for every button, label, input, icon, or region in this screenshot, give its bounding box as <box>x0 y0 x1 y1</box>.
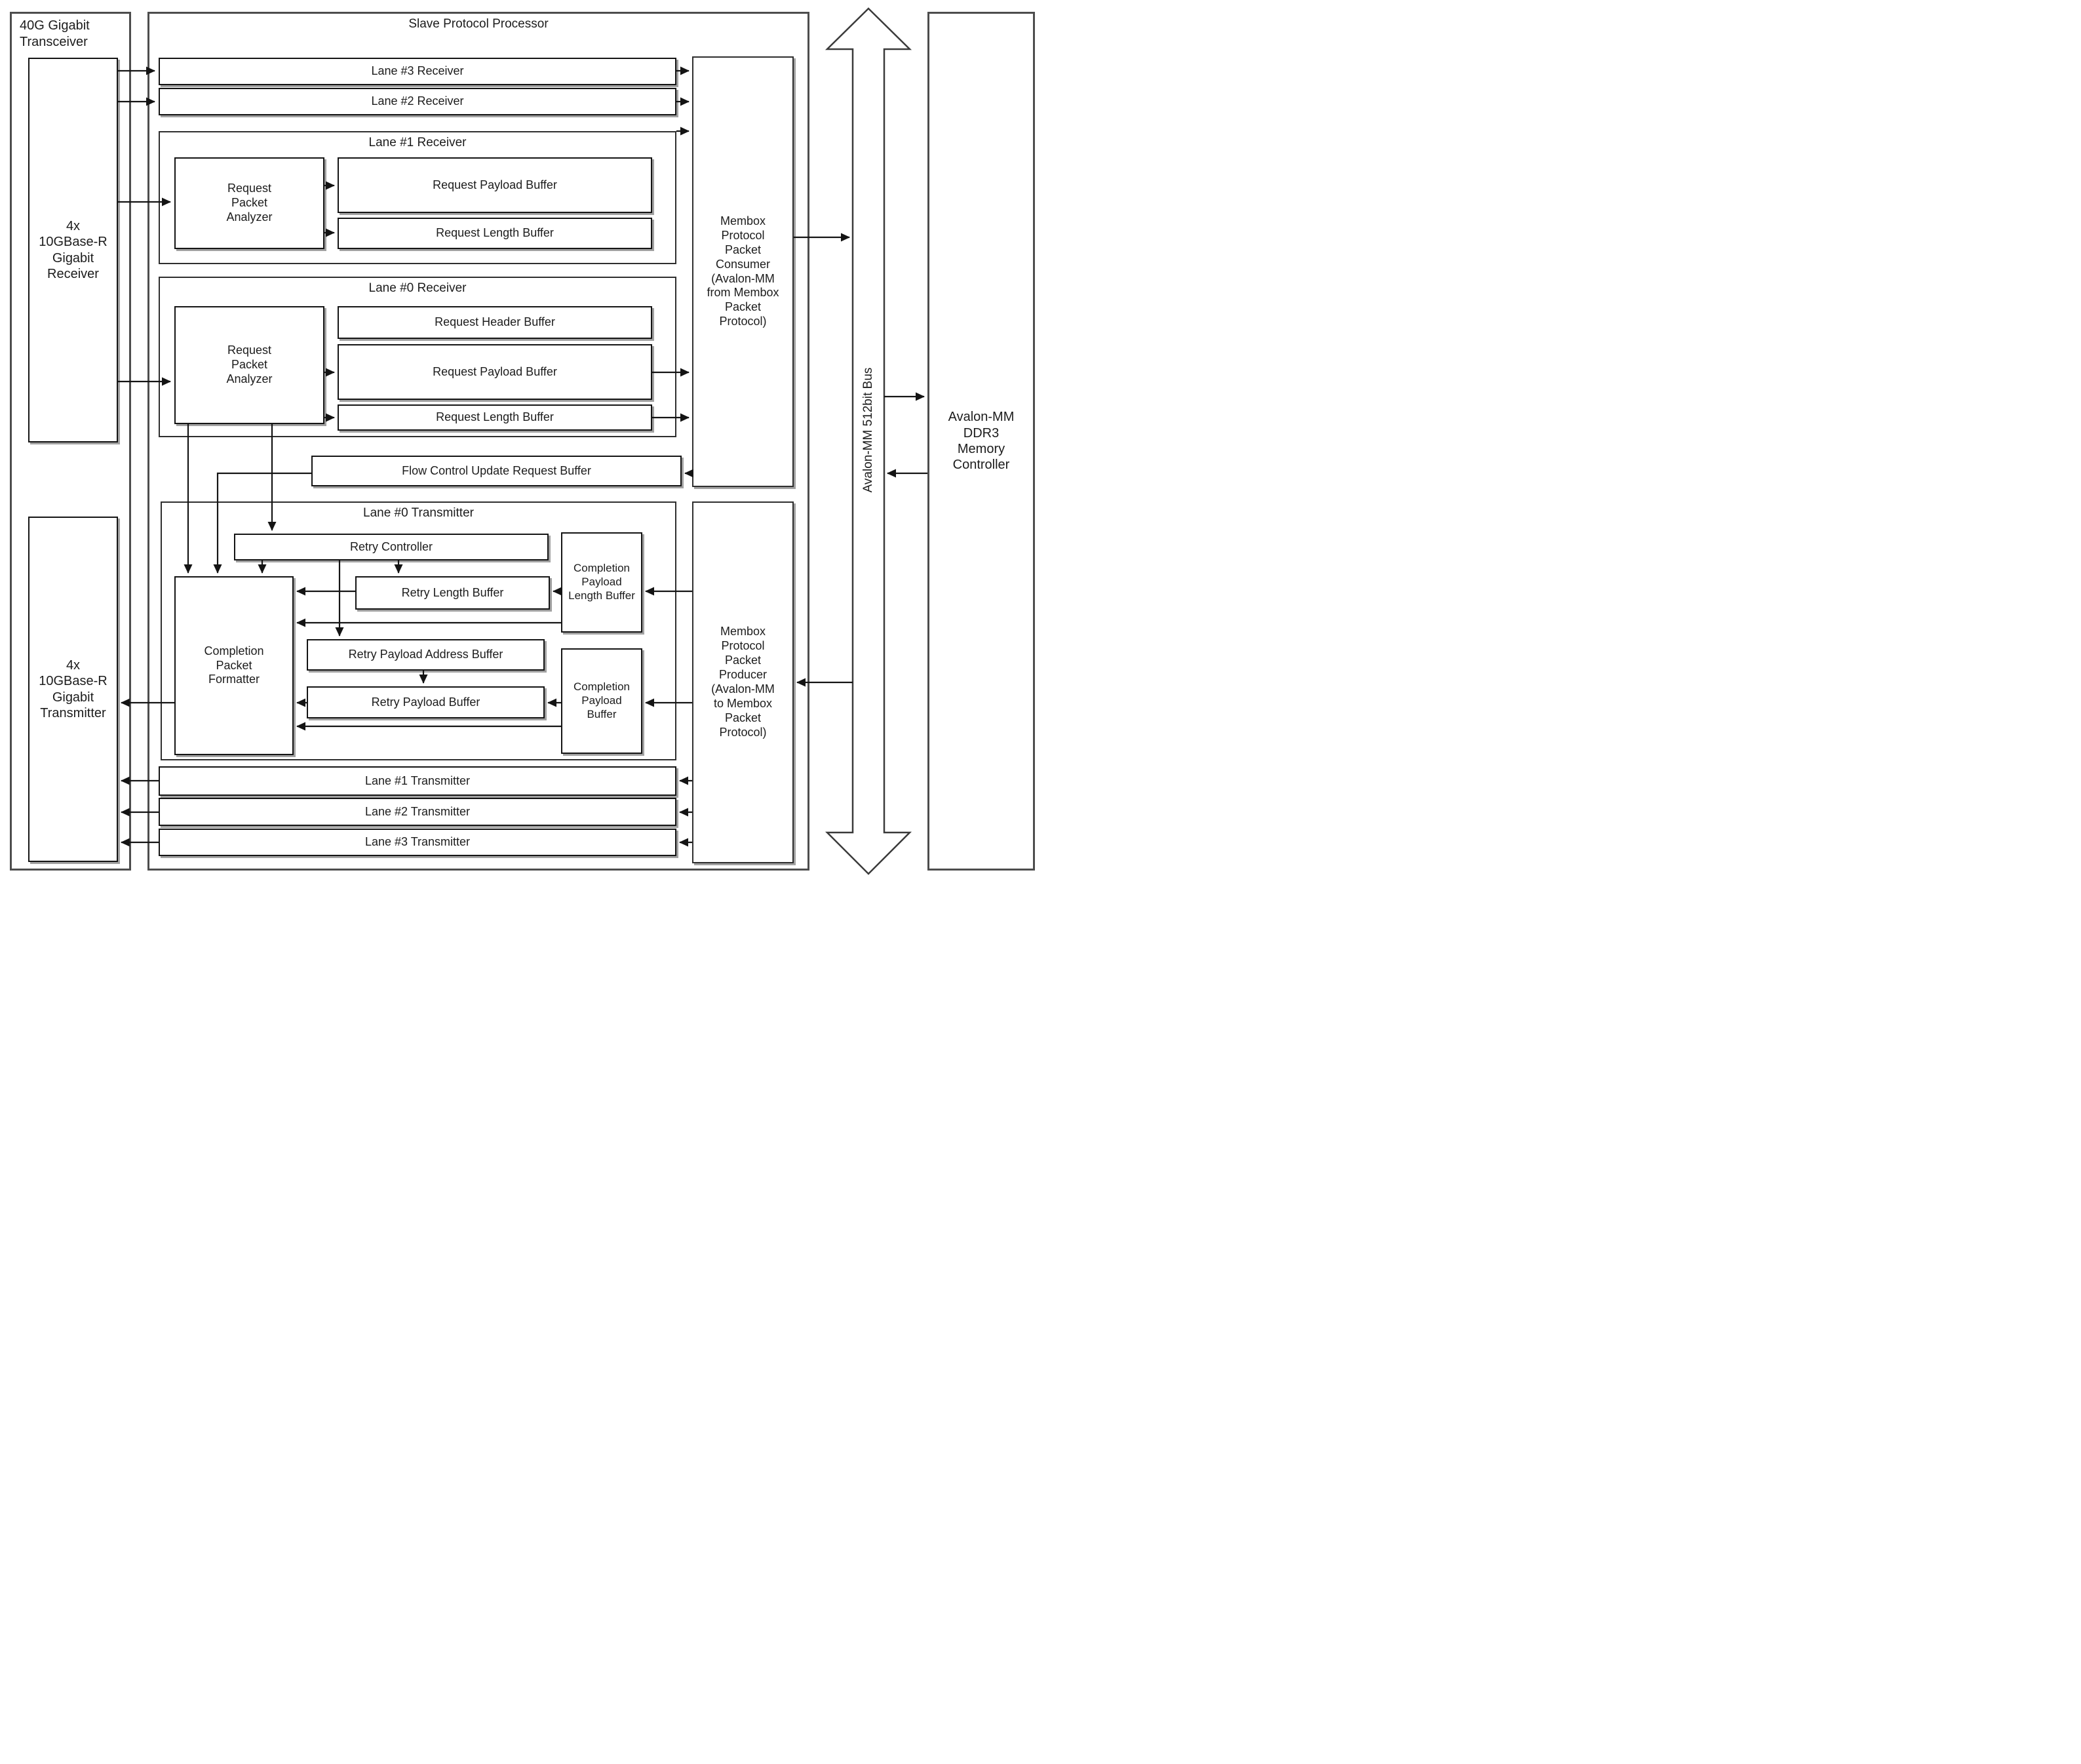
lane1-analyzer-label: Request Packet Analyzer <box>226 182 273 224</box>
lane1-request-length-buffer: Request Length Buffer <box>338 218 652 249</box>
ddr3-memory-controller-label: Avalon-MM DDR3 Memory Controller <box>948 410 1015 473</box>
lane1-request-payload-buffer: Request Payload Buffer <box>338 157 652 213</box>
membox-packet-consumer-label: Membox Protocol Packet Consumer (Avalon-… <box>707 214 779 328</box>
retry-length-buffer: Retry Length Buffer <box>355 576 550 610</box>
gigabit-receiver-label: 4x 10GBase-R Gigabit Receiver <box>39 218 107 281</box>
lane0-request-header-buffer: Request Header Buffer <box>338 306 652 339</box>
lane1-payload-buffer-label: Request Payload Buffer <box>433 178 557 191</box>
completion-payload-buffer-label: Completion Payload Buffer <box>574 680 630 720</box>
lane0-length-buffer-label: Request Length Buffer <box>436 410 554 424</box>
lane3-transmitter-bar: Lane #3 Transmitter <box>159 829 676 856</box>
lane0-payload-buffer-label: Request Payload Buffer <box>433 364 557 378</box>
lane3-receiver-label: Lane #3 Receiver <box>371 64 464 78</box>
retry-payload-buffer-label: Retry Payload Buffer <box>371 695 480 709</box>
lane3-transmitter-label: Lane #3 Transmitter <box>364 835 471 849</box>
completion-payload-length-buffer-label: Completion Payload Length Buffer <box>568 562 635 602</box>
completion-packet-formatter: Completion Packet Formatter <box>174 576 294 755</box>
avalon-bus-label: Avalon-MM 512bit Bus <box>861 367 875 493</box>
lane2-transmitter-label: Lane #2 Transmitter <box>364 804 471 818</box>
slave-protocol-processor-title: Slave Protocol Processor <box>408 17 549 31</box>
lane0-transmitter-title: Lane #0 Transmitter <box>363 506 474 520</box>
completion-payload-length-buffer: Completion Payload Length Buffer <box>561 532 642 633</box>
ddr3-memory-controller-box: Avalon-MM DDR3 Memory Controller <box>927 12 1035 871</box>
gigabit-transmitter-label: 4x 10GBase-R Gigabit Transmitter <box>39 657 107 720</box>
completion-packet-formatter-label: Completion Packet Formatter <box>204 644 264 686</box>
membox-packet-producer: Membox Protocol Packet Producer (Avalon-… <box>692 501 794 863</box>
lane0-header-buffer-label: Request Header Buffer <box>435 315 555 329</box>
block-diagram: 40G Gigabit Transceiver 4x 10GBase-R Gig… <box>0 0 1041 882</box>
flow-control-buffer-label: Flow Control Update Request Buffer <box>402 463 591 477</box>
retry-length-buffer-label: Retry Length Buffer <box>401 585 504 599</box>
retry-controller: Retry Controller <box>234 534 549 560</box>
lane0-receiver-title: Lane #0 Receiver <box>368 281 467 295</box>
completion-payload-buffer: Completion Payload Buffer <box>561 648 642 754</box>
lane1-request-packet-analyzer: Request Packet Analyzer <box>174 157 324 249</box>
lane0-request-packet-analyzer: Request Packet Analyzer <box>174 306 324 424</box>
lane0-request-length-buffer: Request Length Buffer <box>338 404 652 431</box>
lane0-analyzer-label: Request Packet Analyzer <box>226 343 273 385</box>
lane2-transmitter-bar: Lane #2 Transmitter <box>159 798 676 826</box>
transceiver-title: 40G Gigabit Transceiver <box>20 18 90 49</box>
membox-packet-consumer: Membox Protocol Packet Consumer (Avalon-… <box>692 56 794 487</box>
lane2-receiver-label: Lane #2 Receiver <box>371 94 464 108</box>
retry-payload-address-buffer-label: Retry Payload Address Buffer <box>348 648 503 661</box>
lane1-length-buffer-label: Request Length Buffer <box>436 226 554 240</box>
flow-control-update-request-buffer: Flow Control Update Request Buffer <box>311 456 682 486</box>
lane1-receiver-title: Lane #1 Receiver <box>368 136 467 149</box>
lane0-request-payload-buffer: Request Payload Buffer <box>338 344 652 400</box>
gigabit-transmitter-box: 4x 10GBase-R Gigabit Transmitter <box>28 517 118 862</box>
lane1-transmitter-label: Lane #1 Transmitter <box>364 774 471 787</box>
membox-packet-producer-label: Membox Protocol Packet Producer (Avalon-… <box>711 625 775 739</box>
gigabit-receiver-box: 4x 10GBase-R Gigabit Receiver <box>28 58 118 442</box>
retry-payload-address-buffer: Retry Payload Address Buffer <box>307 639 545 671</box>
lane2-receiver-bar: Lane #2 Receiver <box>159 88 676 115</box>
lane3-receiver-bar: Lane #3 Receiver <box>159 58 676 85</box>
retry-controller-label: Retry Controller <box>349 539 433 553</box>
retry-payload-buffer: Retry Payload Buffer <box>307 686 545 718</box>
lane1-transmitter-bar: Lane #1 Transmitter <box>159 766 676 796</box>
